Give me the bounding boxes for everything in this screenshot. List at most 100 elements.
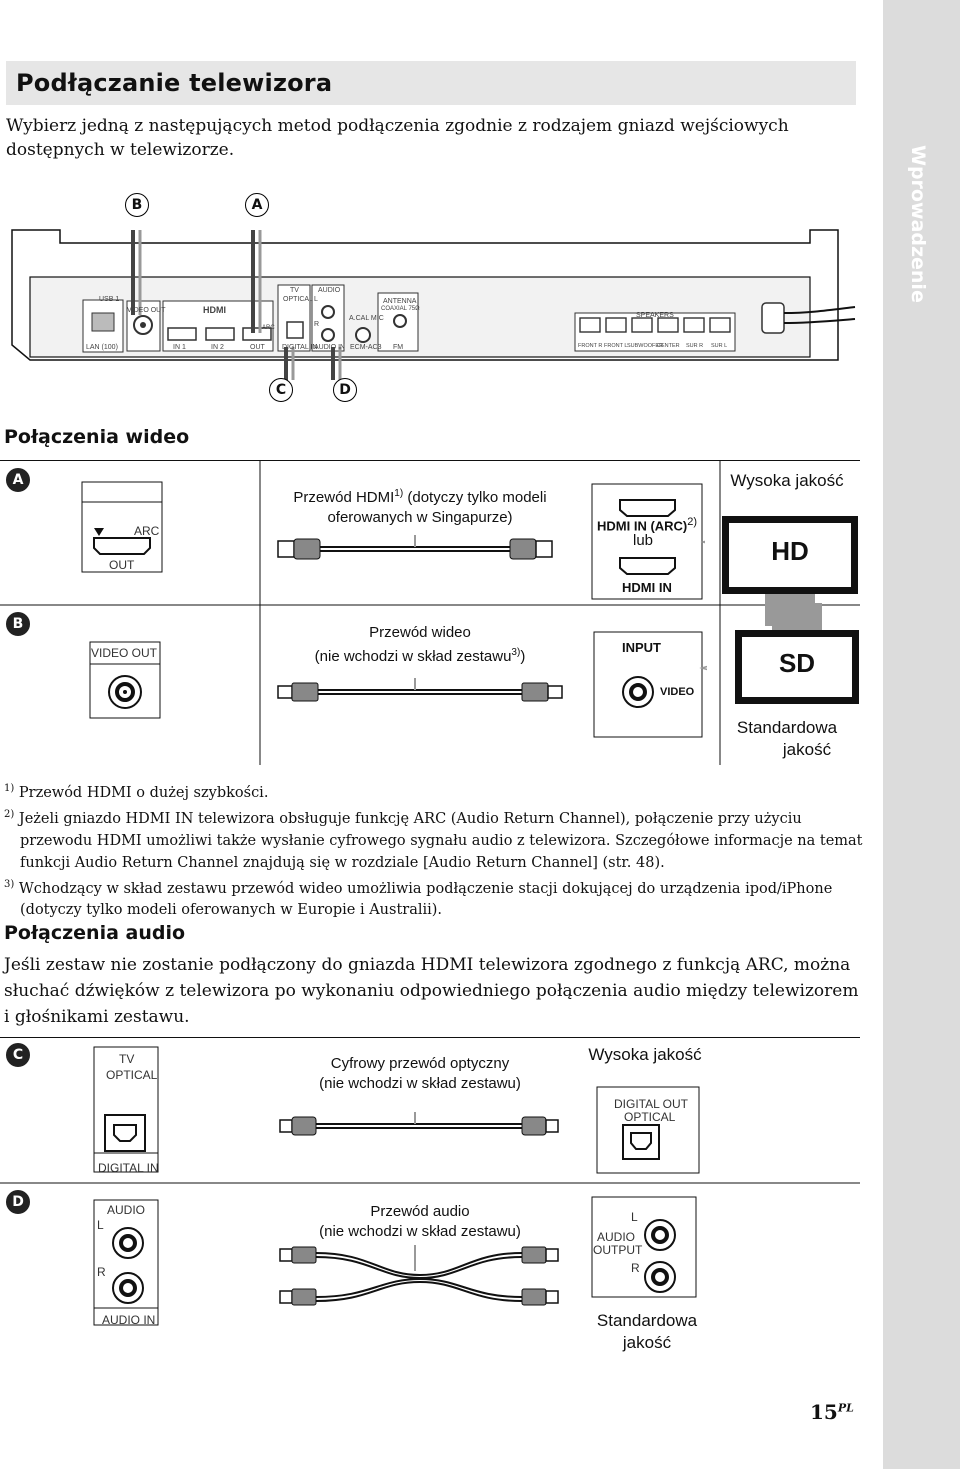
audio-grid — [0, 1037, 860, 1184]
footnote-3: 3) Wchodzący w skład zestawu przewód wid… — [4, 878, 833, 897]
page-number: 15PL — [810, 1400, 854, 1424]
badge-c-device: C — [269, 378, 293, 402]
coaxial-label: COAXIAL 75Ω — [381, 306, 420, 312]
audio-heading: Połączenia audio — [4, 922, 186, 944]
video-out-panel-label: VIDEO OUT — [91, 646, 158, 660]
tv-sd-screen — [735, 630, 859, 704]
badge-a: A — [6, 468, 30, 492]
video-cable-caption: Przewód wideo (nie wchodzi w skład zesta… — [314, 624, 526, 665]
audio-intro: Jeśli zestaw nie zostanie podłączony do … — [4, 952, 864, 1030]
tv-video-label: VIDEO — [660, 686, 695, 698]
sd-screen-text: SD — [778, 648, 816, 678]
tv-or-label: lub — [633, 532, 654, 549]
badge-b-device: B — [125, 193, 149, 217]
audio-panel-audio-in: AUDIO IN — [102, 1313, 156, 1327]
tv-output-label: OUTPUT — [593, 1243, 643, 1257]
audio-intro-line-2: słuchać dźwięków z telewizora po wykonan… — [4, 981, 859, 1001]
badge-d: D — [6, 1190, 30, 1214]
hdmi-panel-out: OUT — [109, 558, 135, 572]
footnote-2-line-3: funkcji Audio Return Channel znajdują si… — [20, 854, 665, 871]
optical-panel-digital-in: DIGITAL IN — [98, 1161, 159, 1175]
optical-label: OPTICAL — [283, 296, 313, 303]
side-tab-label: Wprowadzenie — [907, 145, 929, 303]
tv-audio-label: AUDIO — [597, 1230, 636, 1244]
speaker-label-sur-r: SUR R — [686, 343, 704, 349]
ecm-label: ECM-AC3 — [350, 344, 382, 351]
tv-video-panel — [593, 631, 707, 738]
badge-b: B — [6, 612, 30, 636]
footnote-2: 2) Jeżeli gniazdo HDMI IN telewizora obs… — [4, 808, 802, 827]
side-tab — [883, 0, 960, 1469]
intro-text: Wybierz jedną z następujących metod podł… — [6, 116, 789, 160]
hdmi-cable-caption: Przewód HDMI1) (dotyczy tylko modeli ofe… — [293, 488, 547, 526]
quality-hd: Wysoka jakość — [730, 471, 844, 490]
footnote-3-line-2: (dotyczy tylko modeli oferowanych w Euro… — [20, 902, 443, 919]
hdmi-logo: HDMI — [203, 305, 226, 315]
tv-label: TV — [290, 287, 299, 294]
audio-intro-line-3: i głośnikami zestawu. — [4, 1007, 190, 1027]
speaker-label-sur-l: SUR L — [711, 343, 728, 349]
audio-panel-l: L — [97, 1218, 104, 1232]
audio-cable-caption: Przewód audio(nie wchodzi w skład zestaw… — [319, 1203, 521, 1240]
hdmi-out-panel — [81, 481, 163, 573]
fm-label: FM — [393, 344, 404, 351]
page-title: Podłączanie telewizora — [16, 69, 333, 97]
speakers-label: SPEAKERS — [636, 312, 674, 319]
hdmi-panel-arc: ARC — [134, 524, 160, 538]
audio-in-panel — [93, 1199, 159, 1326]
footnote-2-line-2: przewodu HDMI umożliwi także wysłanie cy… — [20, 832, 863, 849]
audio-panel-audio: AUDIO — [107, 1203, 146, 1217]
audio-intro-line-1: Jeśli zestaw nie zostanie podłączony do … — [4, 955, 851, 975]
lan-label: LAN (100) — [86, 344, 118, 351]
device-rear-panel — [11, 229, 856, 380]
video-grid — [0, 460, 860, 765]
video-heading: Połączenia wideo — [4, 426, 190, 448]
tv-hdmi-in-label: HDMI IN — [622, 580, 672, 595]
usb-label: USB 1 — [99, 296, 120, 303]
optical-panel-optical: OPTICAL — [106, 1068, 158, 1082]
audio-l-label: L — [314, 296, 318, 303]
speaker-label-front-r: FRONT R — [578, 343, 603, 349]
tv-audio-l-label: L — [631, 1210, 638, 1224]
hd-screen-text: HD — [771, 536, 809, 566]
audio-panel-r: R — [97, 1265, 106, 1279]
tv-hdmi-arc-label: HDMI IN (ARC)2) — [597, 516, 698, 534]
speaker-label-subwoofer: SUBWOOFER — [627, 343, 664, 349]
badge-c: C — [6, 1043, 30, 1067]
audio-cable — [279, 1245, 559, 1306]
optical-panel-tv: TV — [119, 1052, 135, 1066]
in2-label: IN 2 — [211, 344, 224, 351]
out-label: OUT — [250, 344, 265, 351]
optical-cable — [279, 1112, 559, 1136]
digital-in-label: DIGITAL IN — [282, 344, 318, 351]
in1-label: IN 1 — [173, 344, 186, 351]
footnotes: 1) Przewód HDMI o dużej szybkości. 2) Je… — [4, 778, 864, 921]
tv-hd-screen — [722, 516, 858, 594]
tv-audio-r-label: R — [631, 1261, 640, 1275]
tv-optical-panel — [596, 1086, 700, 1174]
tv-digital-out-label: DIGITAL OUT — [614, 1097, 689, 1111]
footnote-1: 1) Przewód HDMI o dużej szybkości. — [4, 783, 269, 801]
video-cable — [277, 678, 563, 702]
video-out-label: VIDEO OUT — [127, 307, 166, 314]
acal-mic-label: A.CAL MIC — [349, 315, 384, 322]
speaker-label-center: CENTER — [657, 343, 680, 349]
hdmi-cable — [277, 535, 553, 560]
badge-d-device: D — [333, 378, 357, 402]
quality-optical: Wysoka jakość — [588, 1045, 702, 1064]
optical-cable-caption: Cyfrowy przewód optyczny(nie wchodzi w s… — [319, 1055, 521, 1092]
tv-stand-sd-top — [772, 603, 822, 630]
tv-optical-label: OPTICAL — [624, 1110, 676, 1124]
audio-label: AUDIO — [318, 287, 341, 294]
antenna-label: ANTENNA — [383, 298, 417, 305]
digital-in-panel — [93, 1046, 159, 1173]
audio-r-label: R — [314, 321, 320, 328]
tv-audio-out-panel — [591, 1196, 697, 1298]
tv-hdmi-panel — [591, 483, 705, 600]
tv-input-label: INPUT — [622, 640, 661, 655]
badge-a-device: A — [245, 193, 269, 217]
arc-label: ARC — [262, 325, 275, 331]
title-bar — [6, 61, 856, 105]
